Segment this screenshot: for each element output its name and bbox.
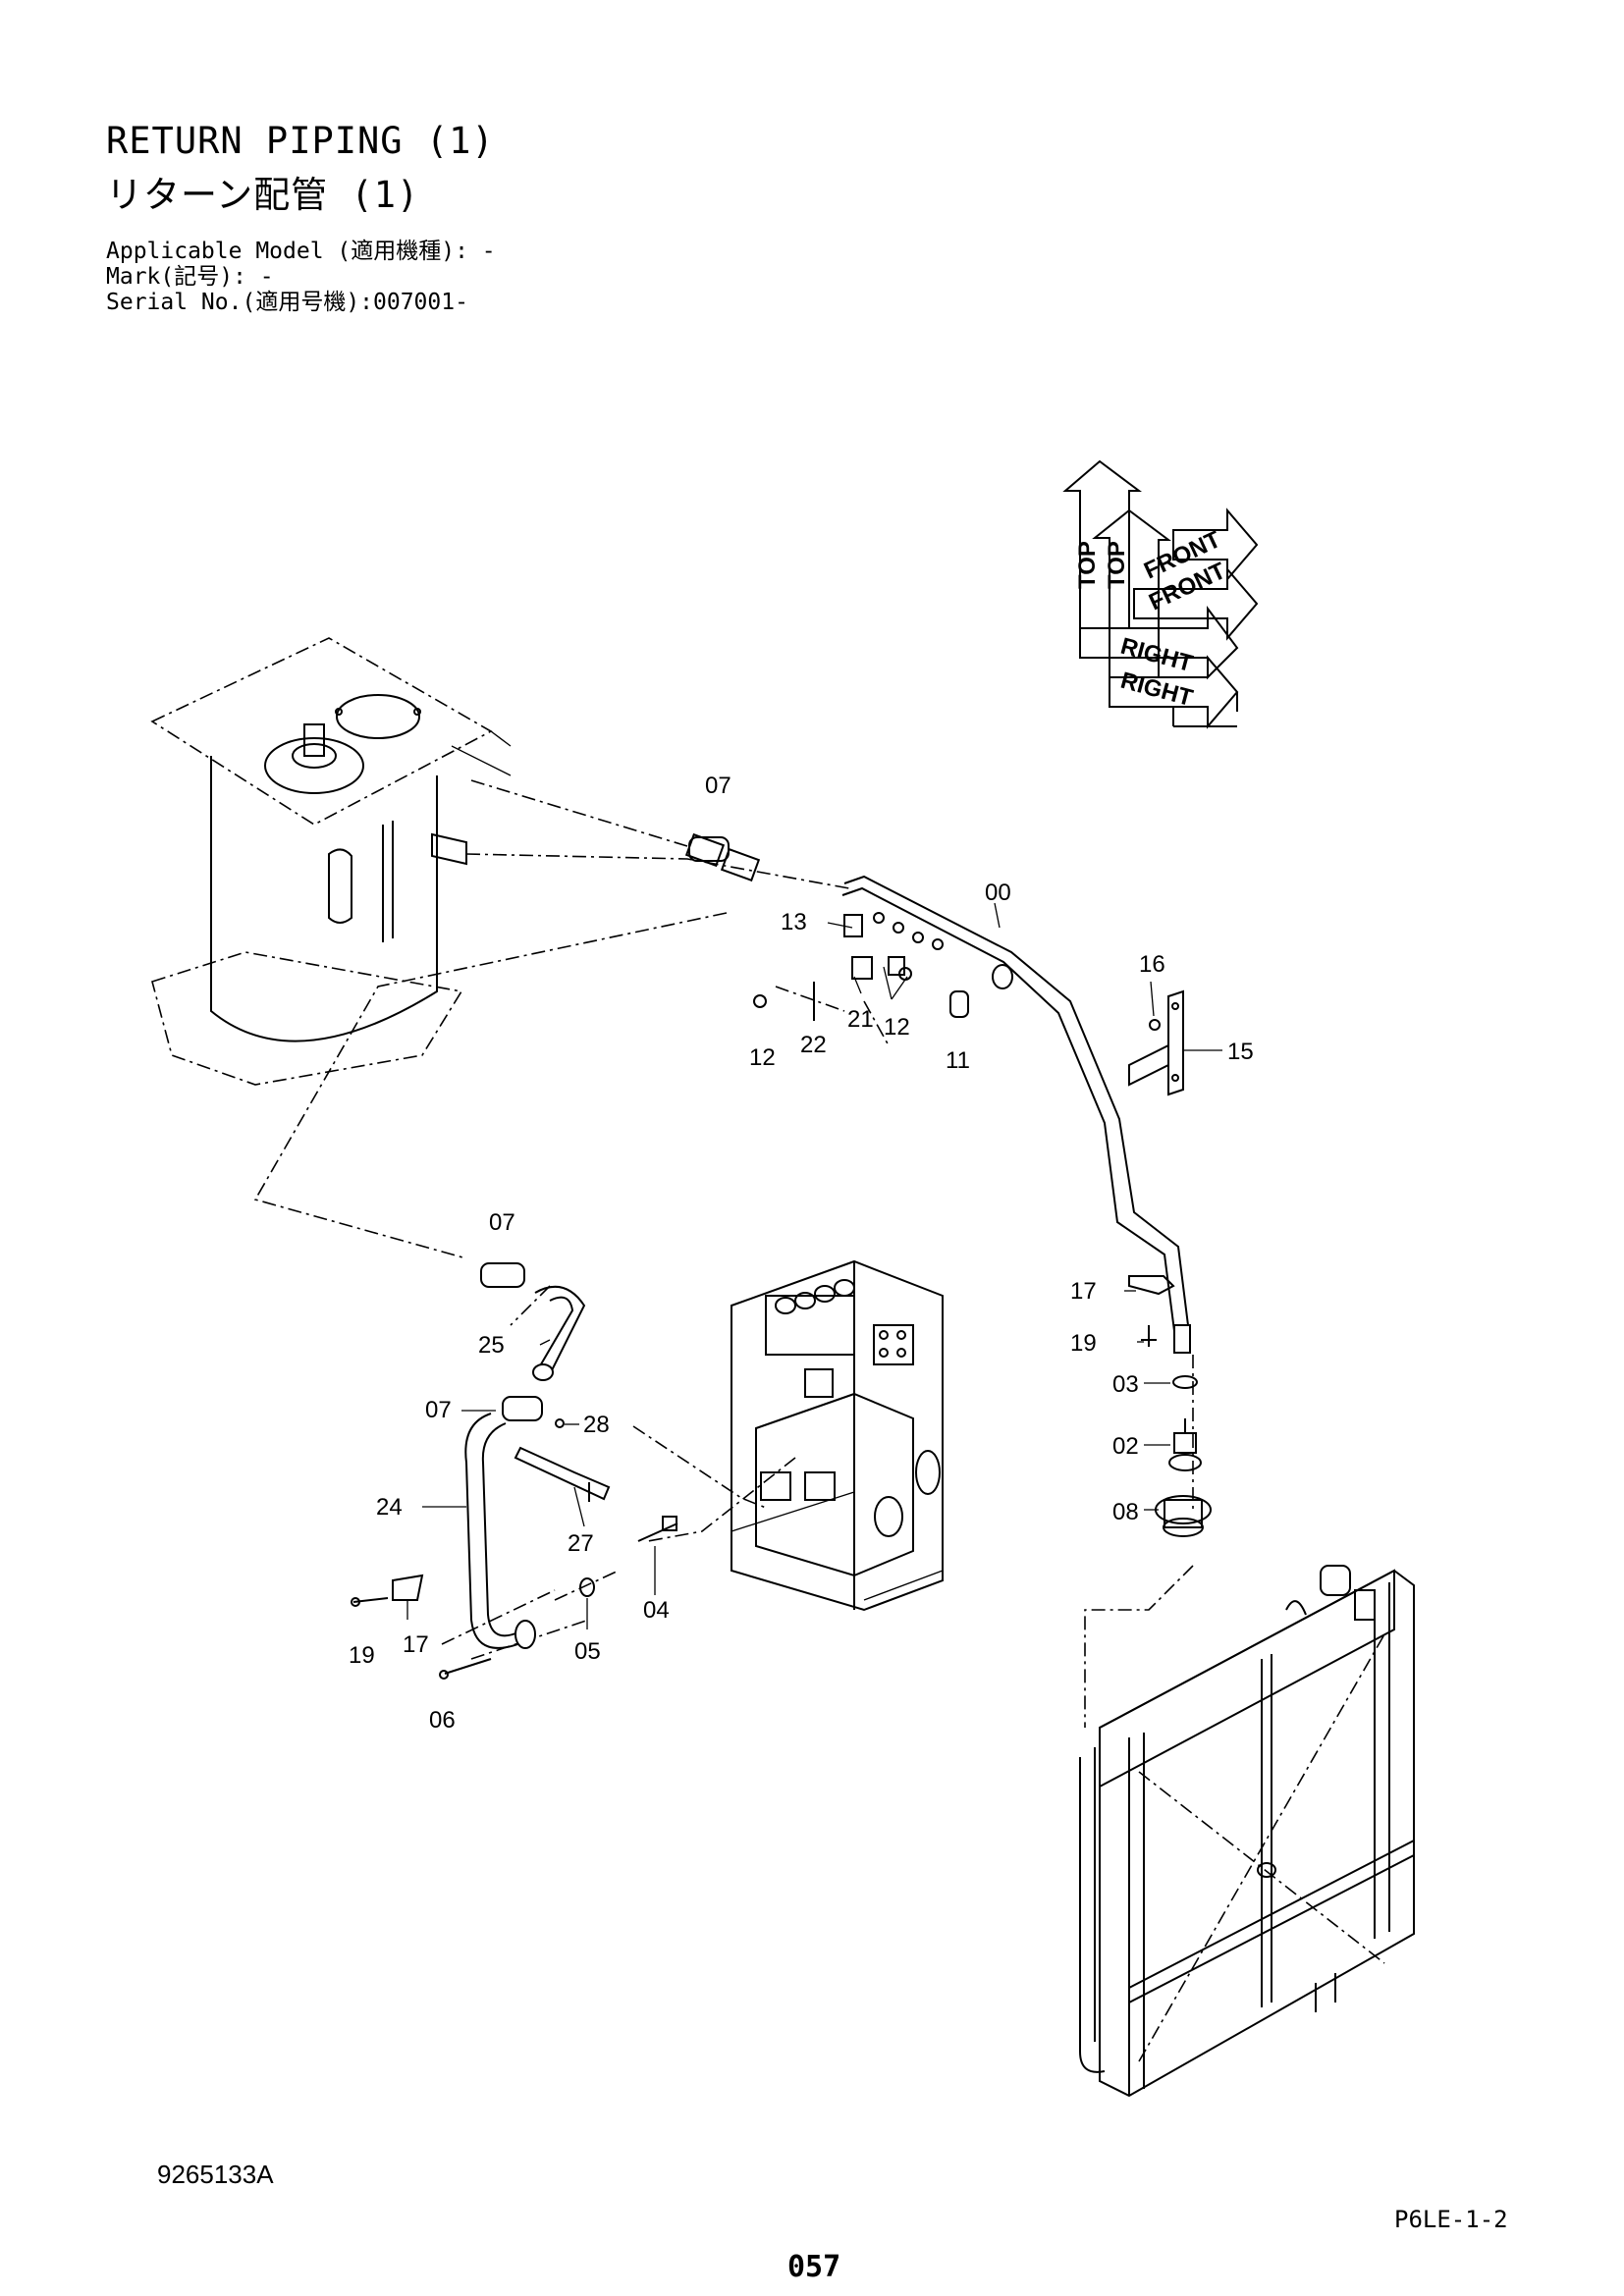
callout-00: 00	[985, 880, 1011, 906]
callout-22: 22	[800, 1032, 827, 1058]
callout-19-lower: 19	[349, 1642, 375, 1669]
leader-lines	[406, 902, 1222, 1629]
callout-19-upper: 19	[1070, 1330, 1097, 1357]
callout-07-middle: 07	[489, 1209, 515, 1236]
callout-24: 24	[376, 1494, 403, 1521]
callout-15: 15	[1227, 1039, 1254, 1065]
pipe-24	[464, 1413, 536, 1649]
applicable-model: Applicable Model (適用機種): -	[106, 239, 496, 264]
callout-labels: 07 00 13 16 15 21 12 22 12 11 07 25 07 2…	[349, 773, 1254, 1734]
fittings	[684, 832, 969, 1021]
callout-16: 16	[1139, 951, 1165, 978]
callout-21: 21	[847, 1006, 874, 1033]
control-valve	[731, 1259, 944, 1612]
callout-02: 02	[1112, 1433, 1139, 1460]
callout-07-upper: 07	[705, 773, 731, 799]
serial-number: Serial No.(適用号機):007001-	[106, 290, 468, 315]
top-label: TOP	[1074, 541, 1101, 589]
clamp-17-lower	[351, 1574, 424, 1607]
callout-17-lower: 17	[403, 1631, 429, 1658]
hydraulic-tank	[150, 637, 512, 1086]
callout-08: 08	[1112, 1499, 1139, 1525]
callout-17-upper: 17	[1070, 1278, 1097, 1305]
bracket-27	[514, 1418, 611, 1502]
callout-28: 28	[583, 1412, 610, 1438]
bolts-lower	[439, 1516, 678, 1680]
callout-11: 11	[946, 1047, 970, 1074]
page-title: RETURN PIPING (1)	[106, 120, 495, 162]
routing-lines	[253, 779, 1194, 1728]
bracket-15	[1128, 989, 1184, 1096]
lower-fittings-right	[1155, 1375, 1212, 1537]
callout-07-lower: 07	[425, 1397, 452, 1423]
callout-05: 05	[574, 1638, 601, 1665]
page-number: 057	[787, 2250, 841, 2284]
top-label-2: TOP	[1104, 541, 1130, 589]
callout-12-right: 12	[884, 1014, 910, 1041]
callout-06: 06	[429, 1707, 456, 1734]
return-pipe-00	[841, 875, 1191, 1354]
callout-25: 25	[478, 1332, 505, 1359]
callout-13: 13	[781, 909, 807, 935]
figure-id: 9265133A	[157, 2160, 274, 2189]
clamp-17-upper	[1128, 1275, 1175, 1347]
mark: Mark(記号): -	[106, 264, 274, 290]
callout-04: 04	[643, 1597, 670, 1624]
callout-12-left: 12	[749, 1044, 776, 1071]
oil-cooler	[1079, 1565, 1415, 2098]
orientation-indicator: TOP TOP FRONT FRONT RIGHT RIGHT	[1062, 459, 1259, 729]
page-title-japanese: リターン配管 (1)	[106, 174, 420, 216]
clamp-07	[480, 836, 730, 1421]
section-code: P6LE-1-2	[1394, 2206, 1508, 2233]
callout-27: 27	[568, 1530, 594, 1557]
callout-03: 03	[1112, 1371, 1139, 1398]
pipe-25	[532, 1285, 586, 1381]
